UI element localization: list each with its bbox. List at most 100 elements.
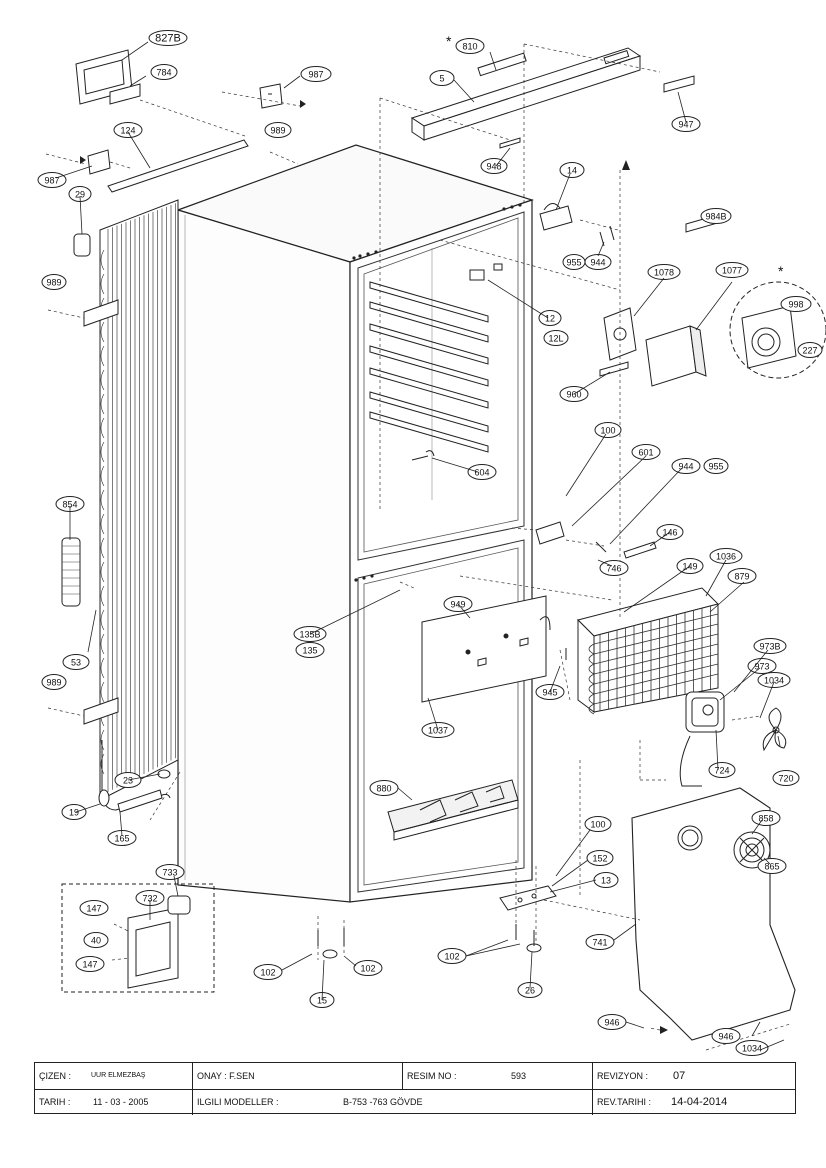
callout-label-724: 724 (714, 766, 729, 776)
callout-label-720: 720 (778, 774, 793, 784)
callout-label-989b: 989 (46, 278, 61, 288)
callout-bubble-124 (113, 122, 143, 138)
shelves (369, 281, 489, 453)
callout-bubble-14 (559, 162, 585, 178)
callout-bubble-998 (780, 296, 812, 312)
callout-label-26: 26 (525, 986, 535, 996)
callout-label-810: 810 (462, 42, 477, 52)
callout-bubble-987a (300, 66, 332, 82)
callout-bubble-865 (757, 858, 787, 874)
callout-label-944a: 944 (590, 258, 605, 268)
callout-bubble-102a (253, 964, 283, 980)
callout-label-1034a: 1034 (764, 676, 784, 686)
cabinet-body (176, 144, 534, 903)
callout-bubble-53 (62, 654, 90, 670)
hinges (499, 203, 573, 911)
callout-label-12: 12 (545, 314, 555, 324)
callout-bubble-987b (37, 172, 67, 188)
callout-label-102c: 102 (444, 952, 459, 962)
callout-bubble-12 (538, 310, 562, 326)
drawing-no-cell: RESIM NO : 593 (403, 1063, 593, 1089)
callout-bubble-955b (703, 458, 729, 474)
callout-label-733: 733 (162, 868, 177, 878)
callout-label-601: 601 (638, 448, 653, 458)
callout-bubble-13 (593, 872, 619, 888)
top-rail-5 (410, 47, 642, 141)
callout-label-865: 865 (764, 862, 779, 872)
callout-label-53: 53 (71, 658, 81, 668)
callout-bubble-989c (41, 674, 67, 690)
callout-label-947: 947 (678, 120, 693, 130)
callout-bubble-784 (150, 64, 178, 80)
callout-bubble-724 (708, 762, 736, 778)
condenser-53 (99, 199, 179, 801)
drawn-by-cell: ÇIZEN : UUR ELMEZBAŞ (35, 1063, 193, 1089)
thermostat-box (61, 883, 215, 993)
callout-bubble-827B (148, 30, 188, 46)
callout-label-227: 227 (802, 346, 817, 356)
callout-label-1037: 1037 (428, 726, 448, 736)
callout-bubble-984B (700, 208, 732, 224)
callout-label-989c: 989 (46, 678, 61, 688)
callout-label-147a: 147 (86, 904, 101, 914)
callout-label-12L: 12L (548, 334, 563, 344)
callout-bubble-733 (155, 864, 185, 880)
callout-label-973B: 973B (759, 642, 780, 652)
bracket-987-top (259, 83, 283, 109)
callout-bubble-947 (671, 116, 701, 132)
callout-label-1034b: 1034 (742, 1044, 762, 1054)
callout-label-880: 880 (376, 784, 391, 794)
callout-label-102a: 102 (260, 968, 275, 978)
callout-label-973: 973 (754, 662, 769, 672)
callout-label-945: 945 (542, 688, 557, 698)
callout-bubble-810 (455, 38, 485, 54)
callout-label-987a: 987 (308, 70, 323, 80)
callout-label-946a: 946 (604, 1018, 619, 1028)
callout-bubble-1077 (715, 262, 749, 278)
title-block-row-1: ÇIZEN : UUR ELMEZBAŞ ONAY : F.SEN RESIM … (35, 1063, 795, 1090)
callout-label-854: 854 (62, 500, 77, 510)
callout-label-29: 29 (75, 190, 85, 200)
spring-854 (61, 537, 81, 607)
callout-label-989a: 989 (270, 126, 285, 136)
approved-cell: ONAY : F.SEN (193, 1063, 403, 1089)
callout-bubble-19 (61, 804, 87, 820)
callout-label-19: 19 (69, 808, 79, 818)
callout-label-944b: 944 (678, 462, 693, 472)
title-block-row-2: TARIH : 11 - 03 - 2005 ILGILI MODELLER :… (35, 1089, 795, 1115)
drawing-no-label: RESIM NO : (407, 1071, 457, 1081)
callout-label-827B: 827B (155, 33, 181, 45)
bracket-987-left (87, 149, 111, 175)
drawn-by-value: UUR ELMEZBAŞ (91, 1072, 146, 1079)
callout-label-135B: 135B (299, 630, 320, 640)
callout-bubble-135 (295, 642, 325, 658)
callout-bubble-5 (429, 70, 455, 86)
callout-label-100b: 100 (590, 820, 605, 830)
callout-label-784: 784 (156, 68, 171, 78)
rev-date-label: REV.TARIHI : (597, 1097, 652, 1107)
callout-bubble-946b (711, 1028, 741, 1044)
star-mark-810: * (446, 33, 452, 49)
callout-bubble-858 (751, 810, 781, 826)
crisper-880 (387, 779, 519, 841)
callout-label-946b: 946 (718, 1032, 733, 1042)
callout-bubble-165 (107, 830, 137, 846)
back-cover-741 (631, 787, 796, 1041)
callout-bubble-147b (75, 956, 105, 972)
date-cell: TARIH : 11 - 03 - 2005 (35, 1089, 193, 1115)
callout-label-604: 604 (474, 468, 489, 478)
approved-by: ONAY : F.SEN (197, 1071, 255, 1081)
callout-bubble-102b (353, 960, 383, 976)
revision-label: REVIZYON : (597, 1071, 649, 1081)
related-models-value: B-753 -763 GÖVDE (343, 1097, 423, 1107)
callout-label-147b: 147 (82, 960, 97, 970)
callout-label-13: 13 (601, 876, 611, 886)
fan-assembly (679, 691, 787, 787)
callout-leaders (55, 41, 785, 1051)
callout-label-100a: 100 (600, 426, 615, 436)
callout-label-165: 165 (114, 834, 129, 844)
callout-label-858: 858 (758, 814, 773, 824)
callout-label-955a: 955 (566, 258, 581, 268)
callout-label-987b: 987 (44, 176, 59, 186)
drawn-by-label: ÇIZEN : (39, 1071, 72, 1081)
